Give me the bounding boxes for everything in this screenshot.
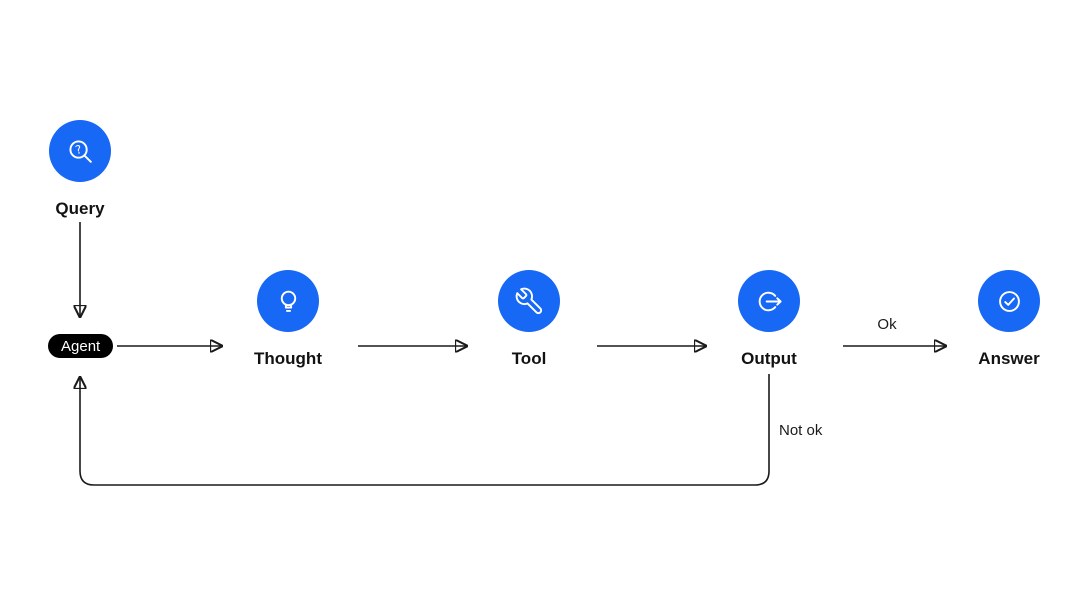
node-output [738,270,800,332]
node-query: ? [49,120,111,182]
node-answer [978,270,1040,332]
check-circle-icon [998,290,1020,312]
edge-label-not-ok: Not ok [779,422,823,439]
node-answer-label: Answer [978,349,1040,368]
node-agent-label: Agent [61,337,101,355]
node-query-label: Query [55,199,105,218]
node-tool [498,270,560,332]
search-question-icon: ? [68,139,92,163]
lightbulb-icon [280,290,296,312]
node-thought [257,270,319,332]
node-output-label: Output [741,349,797,368]
wrench-icon [515,287,542,314]
node-thought-label: Thought [254,349,322,368]
edge-output-agent-loop [80,374,770,486]
svg-text:?: ? [73,142,82,157]
node-agent: Agent [48,334,114,358]
node-tool-label: Tool [511,349,547,368]
edge-label-ok: Ok [877,316,897,333]
export-arrow-icon [758,291,782,311]
